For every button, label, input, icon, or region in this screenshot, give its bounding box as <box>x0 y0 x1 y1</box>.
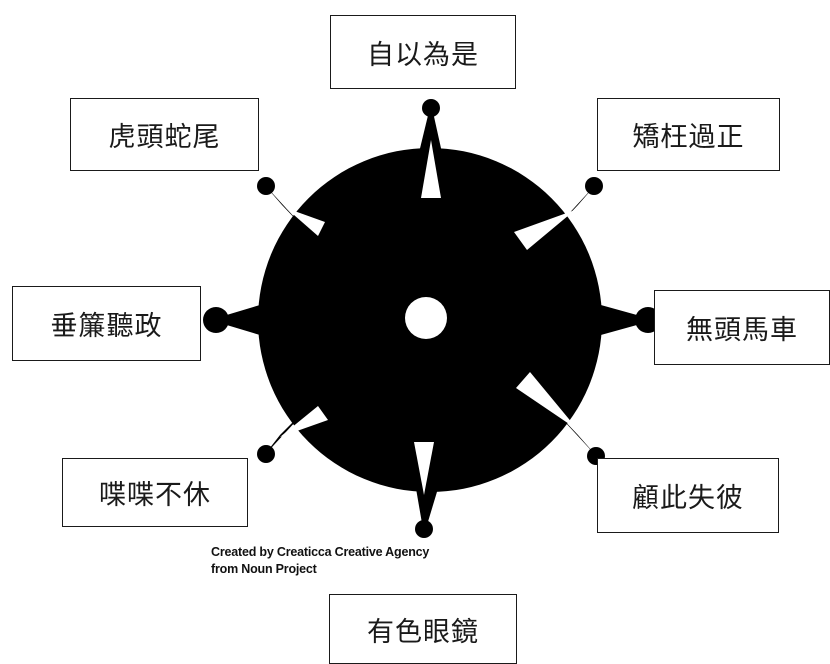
cutout-bottom <box>414 442 434 495</box>
cutout-top-right <box>514 210 575 250</box>
spike-top-left <box>262 182 320 245</box>
cutout-top-left <box>286 208 325 236</box>
spike-left <box>210 302 270 338</box>
gear-center-hole <box>405 297 447 339</box>
credit-line-2: from Noun Project <box>211 562 317 576</box>
cutout-bottom-left <box>280 406 328 437</box>
idiom-box-top: 自以為是 <box>330 15 516 89</box>
cutout-top <box>421 140 441 198</box>
spike-bottom-left <box>262 395 320 458</box>
idiom-box-top-right: 矯枉過正 <box>597 98 780 171</box>
idiom-box-top-left: 虎頭蛇尾 <box>70 98 259 171</box>
idiom-box-bottom-left: 喋喋不休 <box>62 458 248 527</box>
spike-right <box>590 302 655 338</box>
cutout-bottom-right <box>516 372 578 430</box>
idiom-box-bottom-right: 顧此失彼 <box>597 458 779 533</box>
idiom-box-right: 無頭馬車 <box>654 290 830 365</box>
idiom-box-left: 垂簾聽政 <box>12 286 201 361</box>
idiom-box-bottom: 有色眼鏡 <box>329 594 517 664</box>
credit-line-1: Created by Creaticca Creative Agency <box>211 545 430 559</box>
